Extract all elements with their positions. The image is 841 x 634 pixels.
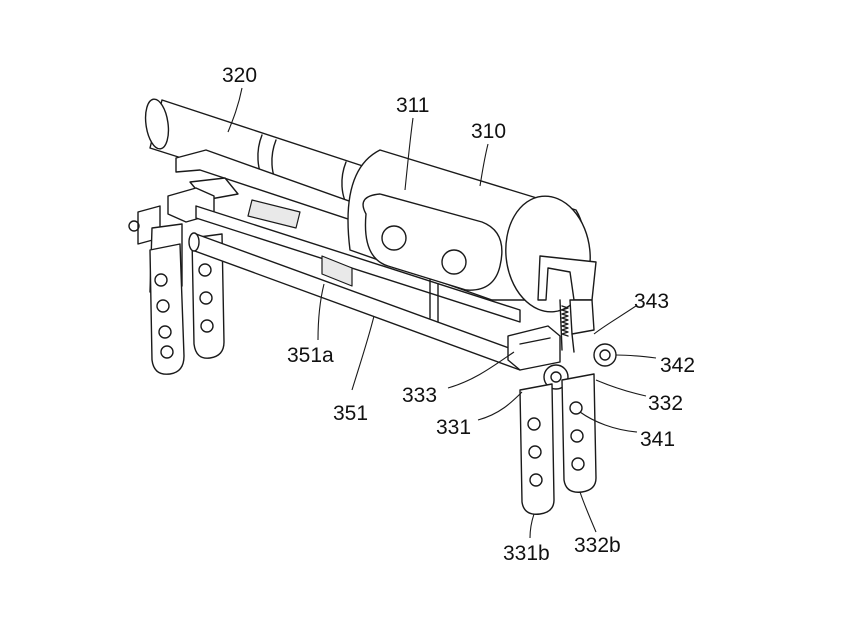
label-351a: 351a (287, 344, 334, 367)
rear-cylinder-320 (144, 98, 376, 215)
label-333: 333 (402, 384, 437, 407)
left-link-plates (149, 233, 225, 375)
leader-lines (227, 87, 657, 539)
label-332: 332 (648, 392, 683, 415)
label-320: 320 (222, 64, 257, 87)
front-bracket-333 (507, 325, 561, 371)
reference-labels: 320 311 310 343 342 332 341 333 331 351a… (222, 64, 695, 565)
label-310: 310 (471, 120, 506, 143)
actuator-arm-343 (537, 255, 597, 353)
label-341: 341 (640, 428, 675, 451)
label-331b: 331b (503, 542, 550, 565)
label-343: 343 (634, 290, 669, 313)
label-342: 342 (660, 354, 695, 377)
label-332b: 332b (574, 534, 621, 557)
front-link-plates (519, 373, 597, 515)
label-311: 311 (396, 94, 429, 117)
motor-body-310 (347, 149, 591, 313)
label-351: 351 (333, 402, 368, 425)
label-331: 331 (436, 416, 471, 439)
